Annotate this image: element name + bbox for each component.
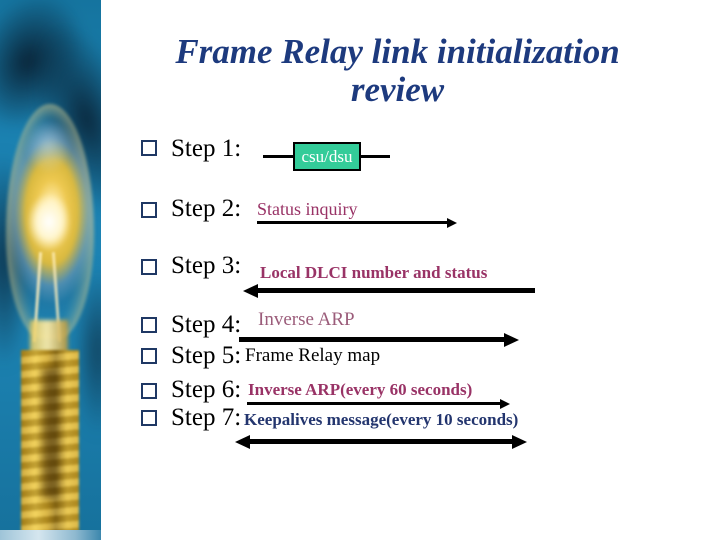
step1-label: Step 1:	[171, 135, 242, 162]
lightbulb-photo	[0, 0, 101, 540]
bulb-base-shadow	[42, 368, 58, 498]
arrow-right-step4	[239, 337, 504, 342]
step7-detail: Keepalives message(every 10 seconds)	[244, 410, 519, 429]
checkbox-bullet-step2	[141, 202, 157, 218]
arrow-both-step7	[250, 439, 512, 444]
step5-detail: Frame Relay map	[245, 345, 381, 366]
csu-wire-left	[263, 155, 293, 158]
step2-detail: Status inquiry	[257, 199, 358, 219]
arrow-right-step2	[257, 221, 447, 224]
csu-dsu-box: csu/dsu	[293, 142, 361, 171]
step5-label: Step 5:	[171, 342, 242, 369]
checkbox-bullet-step1	[141, 140, 157, 156]
step4-label: Step 4:	[171, 311, 242, 338]
checkbox-bullet-step4	[141, 317, 157, 333]
checkbox-bullet-step5	[141, 348, 157, 364]
photo-bottom-strip	[0, 530, 101, 540]
csu-wire-right	[361, 155, 390, 158]
slide-title: Frame Relay link initialization review	[100, 33, 695, 109]
slide-title-line2: review	[350, 69, 445, 109]
step6-detail: Inverse ARP(every 60 seconds)	[248, 380, 473, 399]
step3-label: Step 3:	[171, 252, 242, 279]
step4-detail: Inverse ARP	[258, 309, 355, 330]
step6-label: Step 6:	[171, 376, 242, 403]
step2-label: Step 2:	[171, 195, 242, 222]
bulb-dome-highlight	[18, 110, 78, 182]
arrow-left-step3	[258, 288, 535, 293]
slide-title-line1: Frame Relay link initialization	[175, 32, 620, 71]
checkbox-bullet-step3	[141, 259, 157, 275]
checkbox-bullet-step6	[141, 383, 157, 399]
checkbox-bullet-step7	[141, 410, 157, 426]
step3-detail: Local DLCI number and status	[260, 263, 488, 282]
step7-label: Step 7:	[171, 404, 242, 431]
arrow-right-step6	[247, 402, 500, 405]
bulb-filament-glow	[27, 193, 71, 251]
